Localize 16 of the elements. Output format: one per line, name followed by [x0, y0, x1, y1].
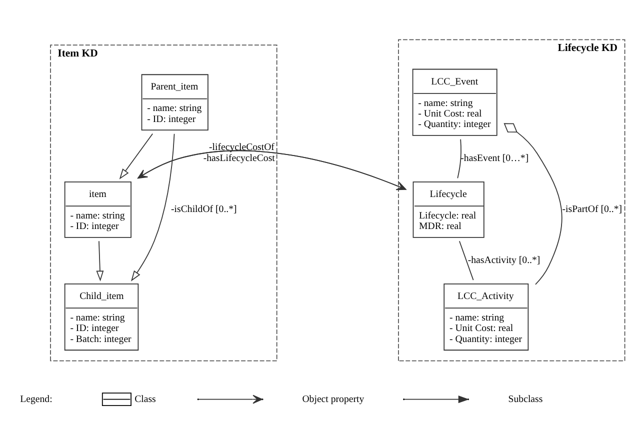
edge-label: -hasLifecycleCost: [203, 152, 275, 164]
arrow: [119, 133, 154, 180]
label: Legend:: [20, 394, 52, 405]
legend-label: Class: [134, 394, 156, 405]
arrow: [130, 133, 175, 282]
edge-label: -hasEvent [0…*]: [460, 153, 529, 164]
connector: [459, 240, 474, 281]
connector: [457, 138, 462, 179]
arrow: [96, 240, 104, 282]
legend-label: Subclass: [508, 394, 543, 405]
legend-label: Object property: [302, 394, 364, 405]
connector: [504, 123, 562, 285]
edge-label: -isPartOf [0..*]: [562, 204, 622, 216]
edge-label: -lifecycleCostOf: [208, 142, 274, 154]
edge-label: -isChildOf [0..*]: [171, 204, 237, 216]
edge-label: -hasActivity [0..*]: [468, 255, 540, 266]
